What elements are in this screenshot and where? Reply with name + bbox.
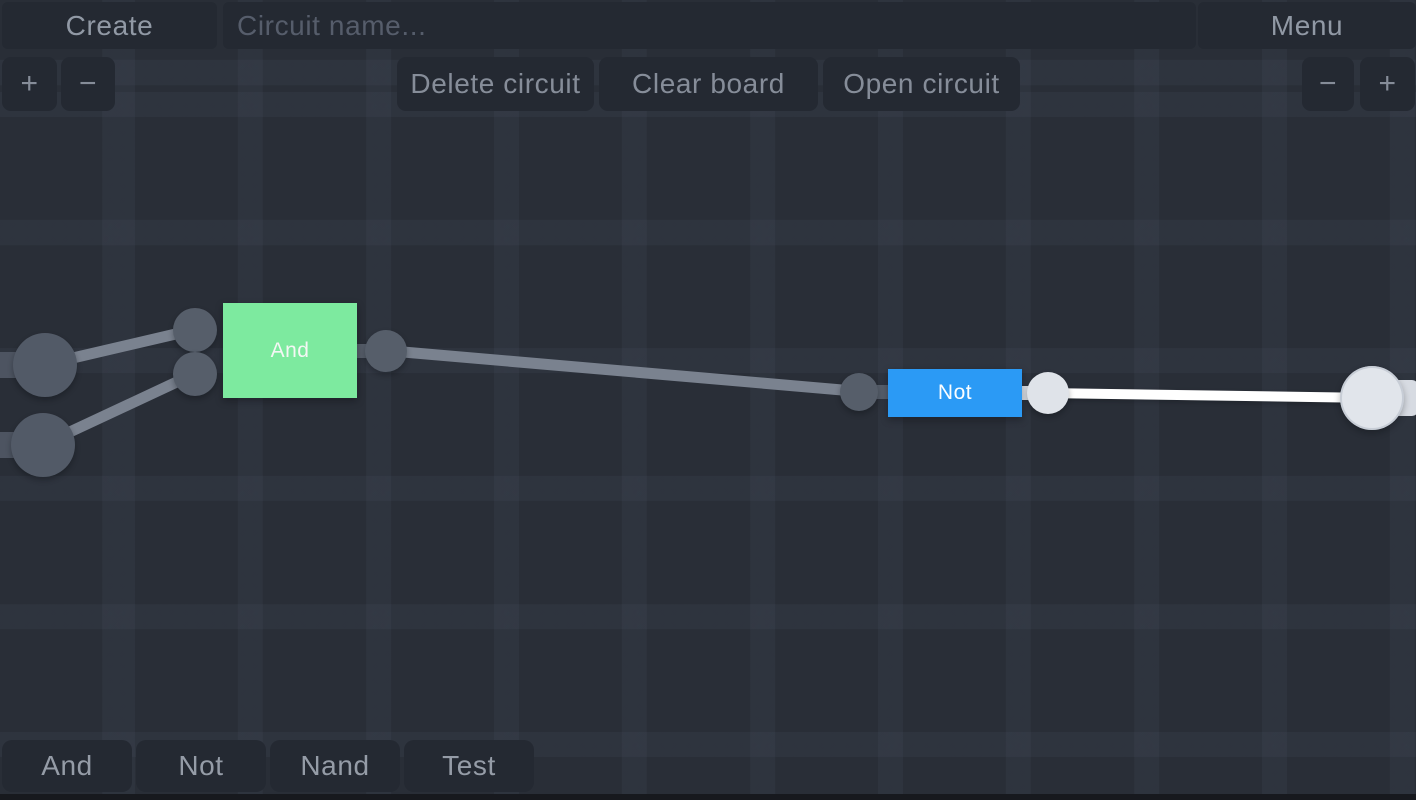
and-input-terminal-1[interactable] (173, 308, 217, 352)
minus-icon: − (1318, 67, 1338, 100)
zoom-out-button-left[interactable]: − (61, 57, 115, 111)
toolbox-item-test[interactable]: Test (404, 740, 534, 792)
and-gate-label: And (270, 338, 310, 362)
output-node[interactable] (1340, 366, 1404, 430)
wire-and-to-not (385, 345, 860, 397)
zoom-out-button-right[interactable]: − (1302, 57, 1354, 111)
wire-not-to-output (1047, 388, 1373, 403)
toolbox-item-and[interactable]: And (2, 740, 132, 792)
not-gate[interactable]: Not (888, 369, 1022, 417)
and-input-terminal-2[interactable] (173, 352, 217, 396)
input-node-1[interactable] (13, 333, 77, 397)
toolbox-item-label: Test (442, 750, 496, 781)
not-input-terminal[interactable] (840, 373, 878, 411)
not-output-terminal[interactable] (1027, 372, 1069, 414)
zoom-in-button-left[interactable]: + (2, 57, 57, 111)
toolbox-item-nand[interactable]: Nand (270, 740, 400, 792)
bottom-edge-strip (0, 794, 1416, 800)
plus-icon: + (1378, 67, 1397, 100)
and-output-terminal[interactable] (365, 330, 407, 372)
input-node-2[interactable] (11, 413, 75, 477)
circuit-name-input[interactable] (223, 2, 1196, 49)
open-circuit-button[interactable]: Open circuit (823, 57, 1020, 111)
plus-icon: + (20, 67, 39, 100)
delete-circuit-label: Delete circuit (410, 68, 581, 99)
menu-button-label: Menu (1270, 9, 1344, 41)
not-gate-label: Not (937, 381, 973, 404)
clear-board-button[interactable]: Clear board (599, 57, 818, 111)
clear-board-label: Clear board (632, 68, 785, 99)
create-button[interactable]: Create (2, 2, 217, 49)
zoom-in-button-right[interactable]: + (1360, 57, 1415, 111)
and-gate[interactable]: And (223, 303, 357, 398)
toolbox-item-not[interactable]: Not (136, 740, 266, 792)
delete-circuit-button[interactable]: Delete circuit (397, 57, 594, 111)
menu-button[interactable]: Menu (1198, 2, 1416, 49)
toolbox-item-label: Not (178, 750, 224, 781)
create-button-label: Create (65, 9, 154, 41)
toolbox-item-label: Nand (300, 750, 370, 781)
minus-icon: − (78, 67, 98, 100)
open-circuit-label: Open circuit (843, 68, 1000, 99)
toolbox-item-label: And (41, 750, 93, 781)
